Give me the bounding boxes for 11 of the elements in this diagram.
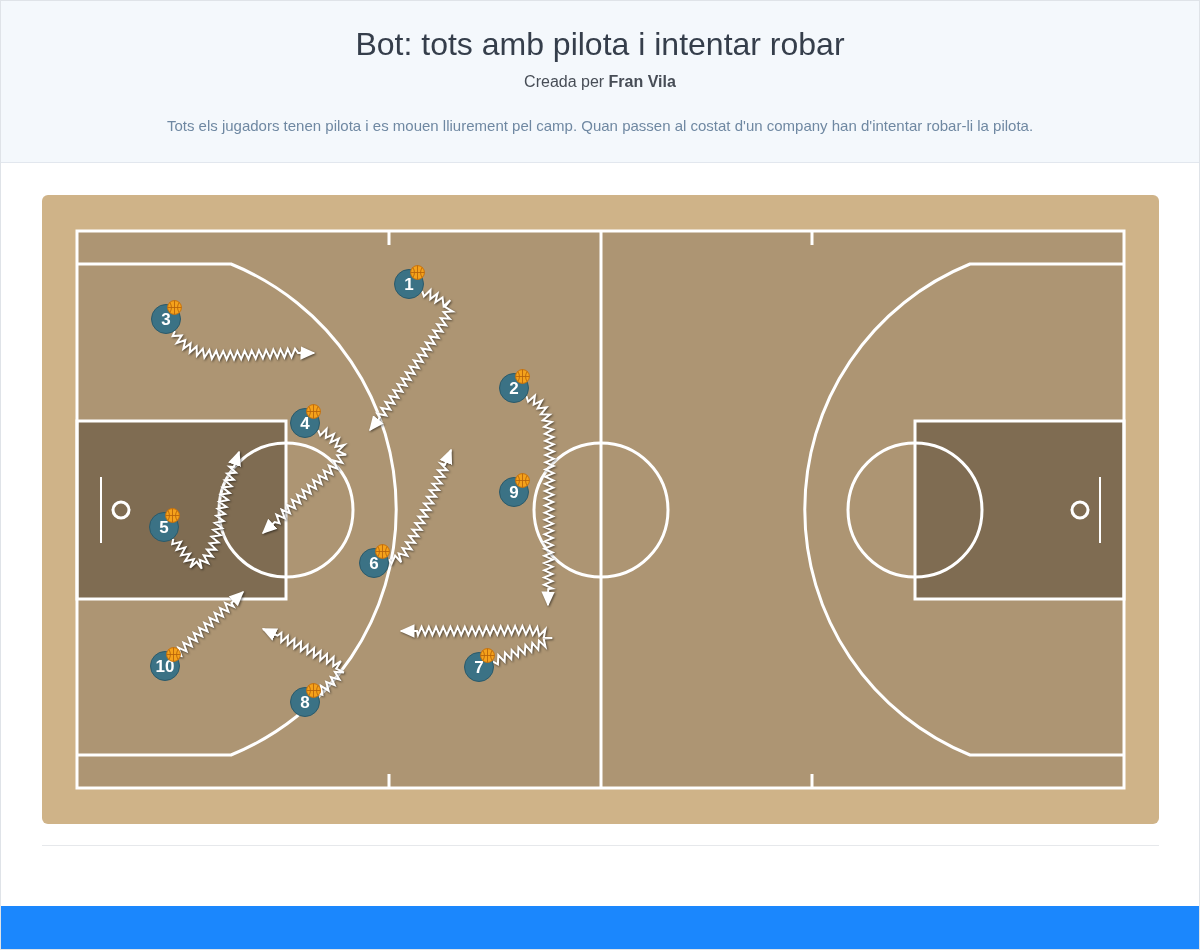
dribble-arrow	[171, 330, 316, 363]
dribble-arrow	[525, 393, 557, 607]
dribble-arrow	[261, 628, 345, 697]
dribble-arrow	[369, 287, 456, 432]
dribble-arrow	[170, 450, 241, 570]
dribble-arrow	[399, 623, 554, 666]
author-line: Creada per Fran Vila	[524, 72, 676, 92]
description: Tots els jugadors tenen pilota i es mouen lliurement pel camp. Quan passen al costat d'un company han d'intentar robar-li la pilota.	[166, 116, 1034, 136]
title: Bot: tots amb pilota i intentar robar	[355, 25, 845, 64]
dribble-arrow	[261, 426, 348, 535]
dribble-arrow	[174, 590, 245, 658]
